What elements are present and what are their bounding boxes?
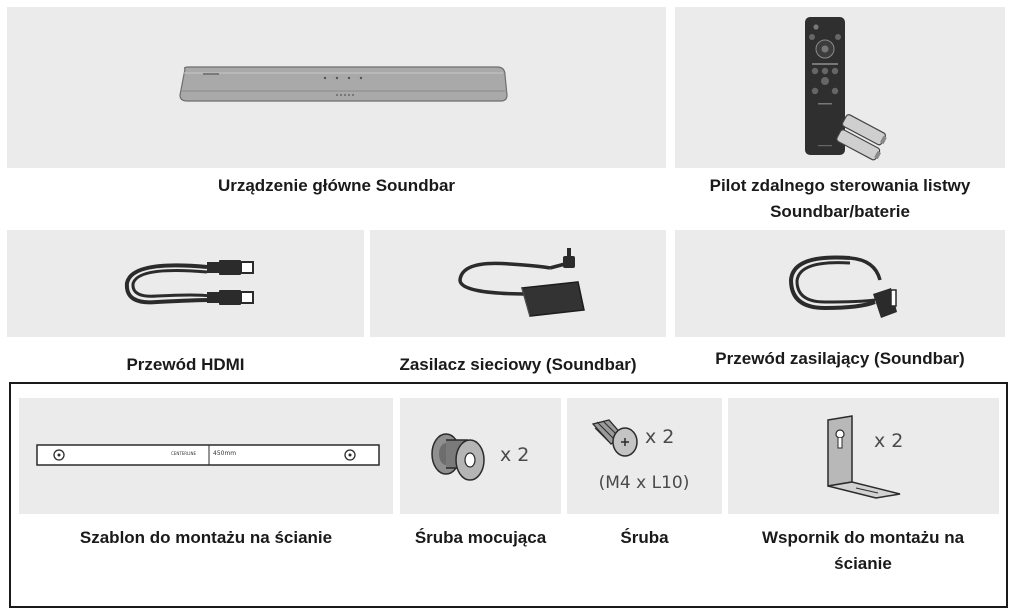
wall-mount-template-icon (36, 444, 380, 466)
screw-panel: x 2 (M4 x L10) (567, 398, 722, 514)
template-length-label: 450mm (213, 450, 237, 457)
holder-screw-panel: x 2 (400, 398, 561, 514)
hdmi-caption: Przewód HDMI (126, 355, 245, 374)
holder-screw-quantity: x 2 (500, 444, 530, 466)
soundbar-panel (7, 7, 666, 168)
template-caption: Szablon do montażu na ścianie (79, 528, 333, 547)
power-cord-caption: Przewód zasilający (Soundbar) (715, 349, 965, 368)
hdmi-panel (7, 230, 364, 337)
bracket-panel: x 2 (728, 398, 999, 514)
power-cord-panel (675, 230, 1005, 337)
bracket-quantity: x 2 (874, 430, 904, 452)
wall-bracket-icon (827, 415, 901, 499)
power-adapter-icon (458, 248, 585, 317)
battery-icon (836, 114, 887, 161)
adapter-caption: Zasilacz sieciowy (Soundbar) (399, 355, 637, 374)
screw-caption: Śruba (620, 528, 669, 547)
remote-panel (675, 7, 1005, 168)
screw-icon (591, 419, 638, 457)
soundbar-icon (179, 66, 508, 102)
template-centerline-label: CENTERLINE (171, 451, 196, 456)
hdmi-cable-icon (124, 260, 254, 305)
template-panel: CENTERLINE 450mm (19, 398, 393, 514)
remote-caption: Pilot zdalnego sterowania listwy Soundba… (709, 176, 971, 221)
screw-quantity: x 2 (645, 426, 675, 448)
power-cord-icon (788, 255, 897, 318)
wall-mount-kit-frame (9, 382, 1008, 608)
holder-screw-icon (431, 433, 485, 481)
soundbar-caption: Urządzenie główne Soundbar (217, 176, 456, 195)
remote-control-icon (805, 17, 845, 155)
bracket-caption: Wspornik do montażu na ścianie (761, 528, 965, 573)
holder-screw-caption: Śruba mocująca (414, 528, 547, 547)
adapter-panel (370, 230, 666, 337)
screw-spec: (M4 x L10) (598, 473, 690, 493)
